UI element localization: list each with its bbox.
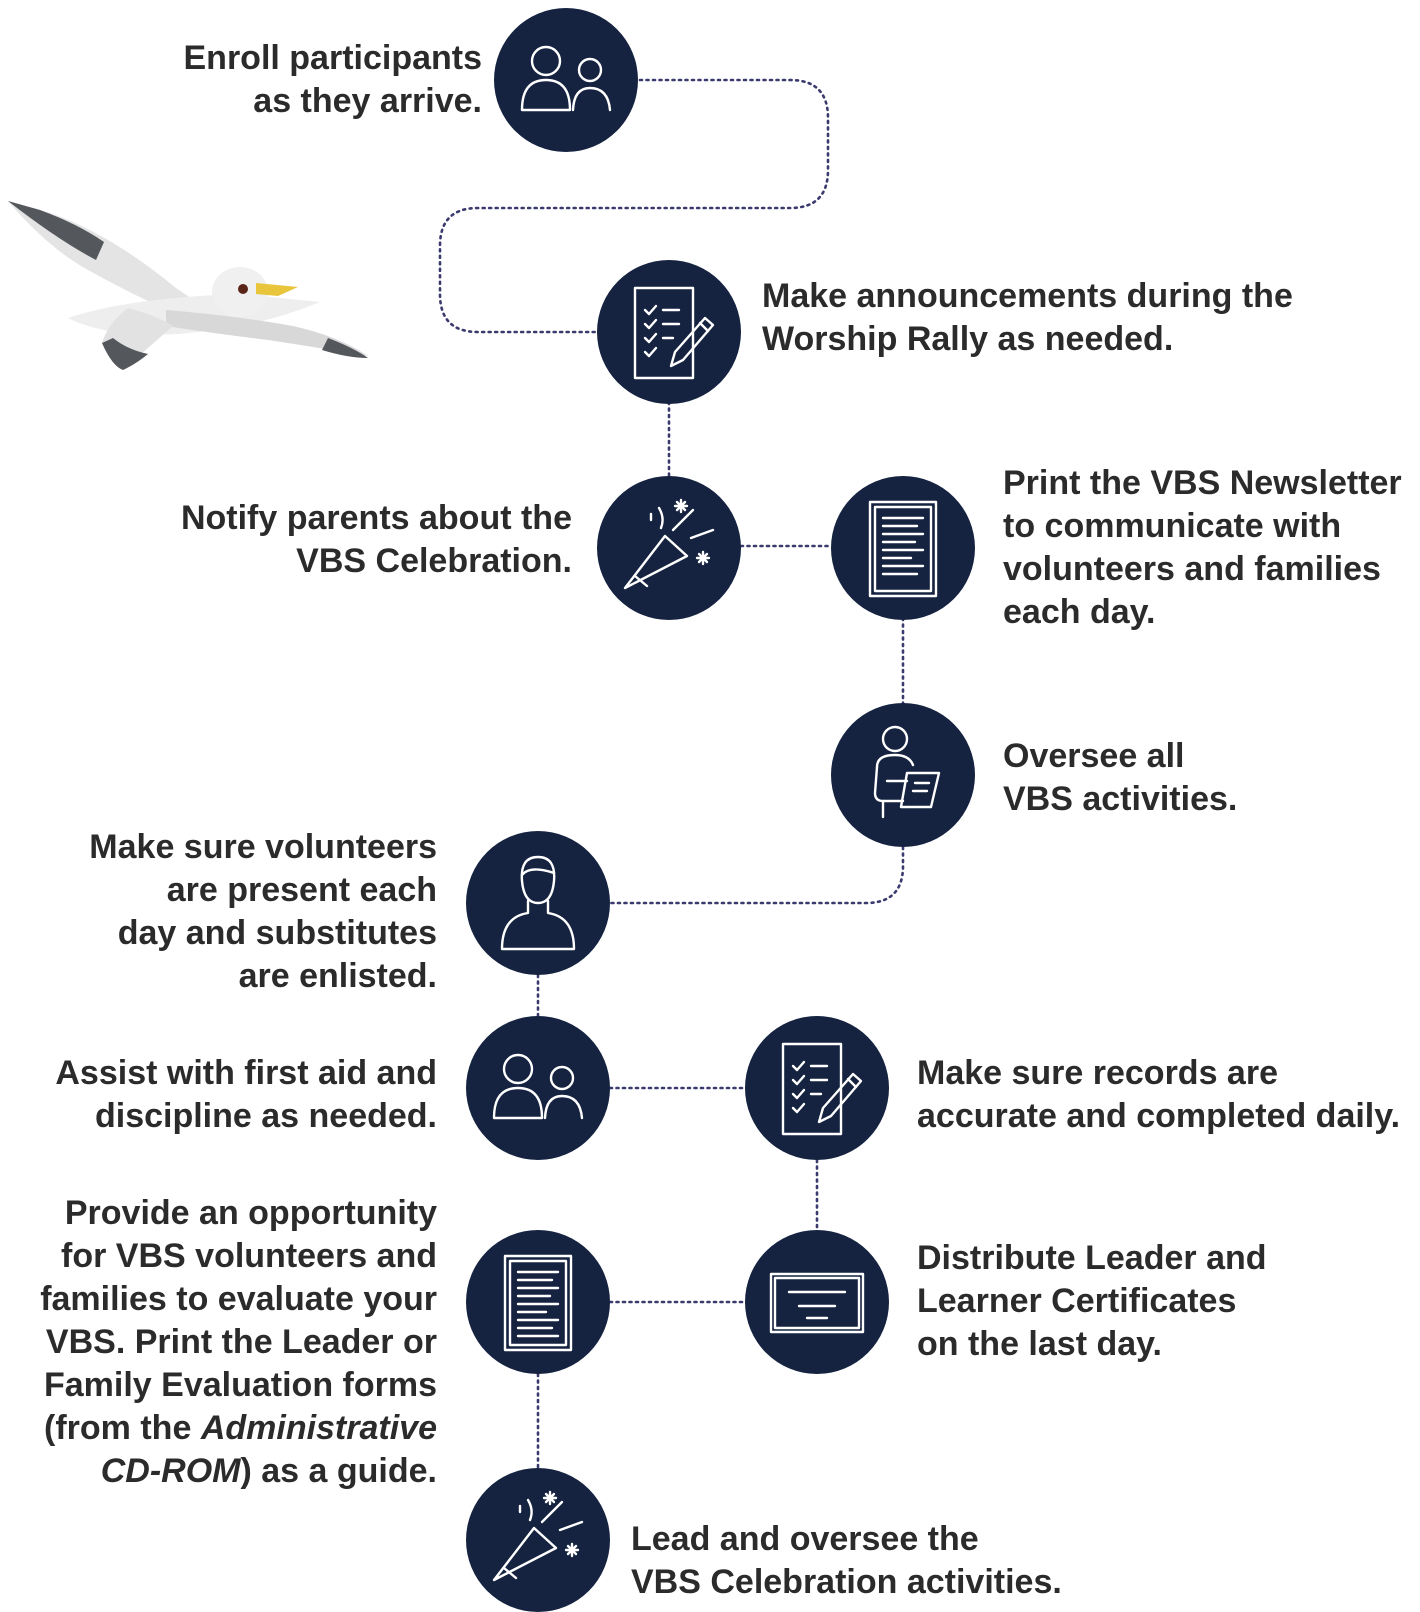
step-10-circle bbox=[745, 1230, 889, 1374]
step-9-line-6: (from the Administrative bbox=[44, 1409, 437, 1447]
step-5-circle bbox=[831, 703, 975, 847]
step-4-circle bbox=[831, 476, 975, 620]
step-3-circle bbox=[597, 476, 741, 620]
step-9-line-7: CD-ROM) as a guide. bbox=[100, 1452, 437, 1490]
step-6-label: Make sure volunteers are present each da… bbox=[89, 828, 437, 995]
certificate-icon bbox=[769, 1272, 865, 1334]
step-6-circle bbox=[466, 831, 610, 975]
step-11-circle bbox=[466, 1468, 610, 1612]
step-1-label: Enroll participants as they arrive. bbox=[183, 39, 483, 120]
seagull-illustration bbox=[8, 201, 368, 370]
evaluation-document-icon bbox=[503, 1254, 573, 1352]
step-1-circle bbox=[494, 8, 638, 152]
checklist-pencil-icon bbox=[781, 1042, 863, 1136]
connector-1-2 bbox=[438, 78, 830, 334]
step-7-circle bbox=[466, 1016, 610, 1160]
step-9-label: Provide an opportunity for VBS volunteer… bbox=[40, 1192, 437, 1493]
newsletter-document-icon bbox=[868, 500, 938, 598]
step-11-label: Lead and oversee the VBS Celebration act… bbox=[631, 1520, 1062, 1601]
people-icon bbox=[492, 1053, 584, 1120]
step-3-label: Notify parents about the VBS Celebration… bbox=[180, 499, 572, 580]
step-9-circle bbox=[466, 1230, 610, 1374]
step-4-label: Print the VBS Newsletter to communicate … bbox=[1003, 464, 1402, 631]
step-7-label: Assist with first aid and discipline as … bbox=[55, 1054, 437, 1135]
step-2-circle bbox=[597, 260, 741, 404]
step-8-circle bbox=[745, 1016, 889, 1160]
checklist-pencil-icon bbox=[633, 286, 715, 380]
step-5-label: Oversee all VBS activities. bbox=[1003, 737, 1238, 818]
person-icon bbox=[500, 855, 576, 951]
step-10-label: Distribute Leader and Learner Certificat… bbox=[917, 1239, 1267, 1363]
party-popper-icon bbox=[623, 498, 715, 590]
people-icon bbox=[520, 45, 612, 112]
step-2-label: Make announcements during the Worship Ra… bbox=[762, 277, 1293, 358]
party-popper-icon bbox=[492, 1490, 584, 1582]
step-8-label: Make sure records are accurate and compl… bbox=[917, 1054, 1401, 1135]
person-presenting-icon bbox=[873, 725, 941, 819]
connector-5-6 bbox=[608, 845, 905, 905]
